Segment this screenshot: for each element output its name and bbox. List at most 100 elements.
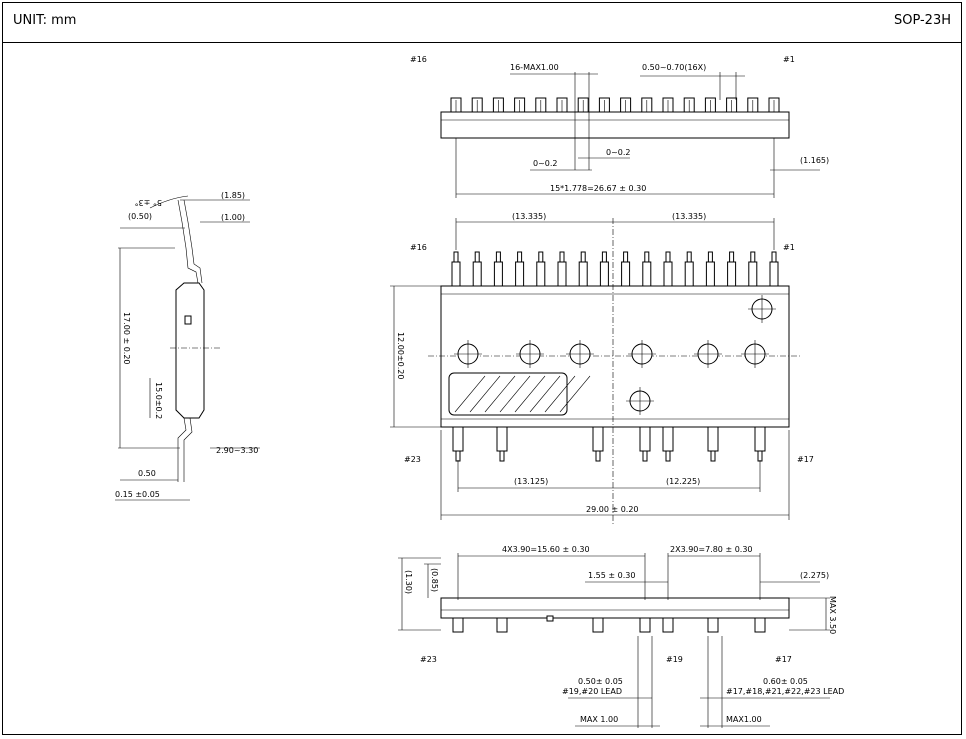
front-top-lead xyxy=(557,261,567,287)
side-lead-span: 2.90~3.30 xyxy=(216,446,258,455)
front-top-lead xyxy=(472,261,482,287)
bottom-lead-others: #17,#18,#21,#22,#23 LEAD xyxy=(726,687,844,696)
side-thickness: 0.15 ±0.05 xyxy=(115,490,160,499)
front-top-lead xyxy=(727,261,737,287)
top-r02a: 0~0.2 xyxy=(606,148,631,157)
front-top-lead xyxy=(451,261,461,287)
front-view: #16 #1 #23 #17 (13.335) (13.335) 12.00±0… xyxy=(390,212,814,525)
front-bottom-lead xyxy=(592,426,604,452)
hatch-line xyxy=(469,375,501,413)
top-r02b: 0~0.2 xyxy=(533,159,558,168)
front-bottom-lead-tip xyxy=(642,450,648,462)
top-pin16: #16 xyxy=(410,55,427,64)
side-dim-185: (1.85) xyxy=(221,191,245,200)
front-top-lead-tip xyxy=(686,251,692,263)
bottom-max1b: MAX1.00 xyxy=(726,715,762,724)
top-body xyxy=(440,111,790,139)
hatch-line xyxy=(529,375,561,413)
bottom-dim-085: (0.85) xyxy=(430,568,439,592)
title-bar: UNIT: mm SOP-23H xyxy=(3,3,961,43)
bottom-pin23: #23 xyxy=(420,655,437,664)
bottom-lead xyxy=(592,617,604,633)
bottom-lead1920-width: 0.50± 0.05 xyxy=(578,677,623,686)
front-top-lead-tip xyxy=(665,251,671,263)
hatch-line xyxy=(499,375,531,413)
hatch-line xyxy=(544,375,576,413)
bottom-lead xyxy=(452,617,464,633)
bottom-dim-2275: (2.275) xyxy=(800,571,829,580)
hatch-line xyxy=(514,375,546,413)
front-bot-left: (13.125) xyxy=(514,477,548,486)
front-top-lead-tip xyxy=(517,251,523,263)
side-view: 5° ±3° (1.85) (0.50) (1.00) 17.00 ± 0.20… xyxy=(115,191,260,501)
front-top-lead-tip xyxy=(538,251,544,263)
side-dim-050p: (0.50) xyxy=(128,212,152,221)
side-inner: 15.0±0.2 xyxy=(154,382,163,419)
front-pin1: #1 xyxy=(783,243,795,252)
front-bottom-lead-tip xyxy=(665,450,671,462)
bottom-dim-155: 1.55 ± 0.30 xyxy=(588,571,635,580)
front-bottom-lead xyxy=(662,426,674,452)
bottom-lead xyxy=(754,617,766,633)
front-top-lead xyxy=(663,261,673,287)
side-marker xyxy=(184,315,192,325)
front-bottom-lead-tip xyxy=(455,450,461,462)
front-hatch xyxy=(454,375,591,413)
front-top-lead xyxy=(642,261,652,287)
top-pin1: #1 xyxy=(783,55,795,64)
hatch-line xyxy=(454,375,486,413)
top-lead-width: 0.50~0.70(16X) xyxy=(642,63,706,72)
front-pin23: #23 xyxy=(404,455,421,464)
unit-label: UNIT: mm xyxy=(13,13,77,28)
top-dim-1165: (1.165) xyxy=(800,156,829,165)
side-dim-100: (1.00) xyxy=(221,213,245,222)
top-leads xyxy=(450,97,780,113)
front-top-lead xyxy=(621,261,631,287)
front-top-leads xyxy=(451,251,779,287)
front-top-lead xyxy=(748,261,758,287)
top-view: #16 #1 16-MAX1.00 0.50~0.70(16X) 0~0.2 0… xyxy=(410,55,829,198)
bottom-lead1920: #19,#20 LEAD xyxy=(562,687,622,696)
front-top-lead xyxy=(684,261,694,287)
top-max16: 16-MAX1.00 xyxy=(510,63,559,72)
bottom-pitch4: 4X3.90=15.60 ± 0.30 xyxy=(502,545,590,554)
front-half-left: (13.335) xyxy=(512,212,546,221)
front-top-lead-tip xyxy=(771,251,777,263)
front-top-lead xyxy=(599,261,609,287)
front-top-lead-tip xyxy=(495,251,501,263)
side-lead-top xyxy=(177,199,203,284)
front-pin16: #16 xyxy=(410,243,427,252)
front-width: 29.00 ± 0.20 xyxy=(586,505,639,514)
front-top-lead xyxy=(536,261,546,287)
front-mounting-holes xyxy=(454,295,776,415)
front-bottom-lead-tip xyxy=(595,450,601,462)
hatch-line xyxy=(484,375,516,413)
front-pin17: #17 xyxy=(797,455,814,464)
front-top-lead xyxy=(578,261,588,287)
front-bottom-lead-tip xyxy=(710,450,716,462)
front-top-lead-tip xyxy=(559,251,565,263)
front-top-lead xyxy=(769,261,779,287)
front-top-lead xyxy=(493,261,503,287)
front-hatched-area xyxy=(448,372,568,416)
bottom-pin17: #17 xyxy=(775,655,792,664)
side-body xyxy=(175,282,205,419)
side-height: 17.00 ± 0.20 xyxy=(122,312,131,365)
front-half-right: (13.335) xyxy=(672,212,706,221)
front-top-lead-tip xyxy=(644,251,650,263)
bottom-lead-others-width: 0.60± 0.05 xyxy=(763,677,808,686)
bottom-lead xyxy=(496,617,508,633)
front-bottom-lead xyxy=(707,426,719,452)
hatch-line xyxy=(559,375,591,413)
front-height: 12.00±0.20 xyxy=(396,332,405,379)
front-top-lead-tip xyxy=(453,251,459,263)
bottom-body xyxy=(440,597,790,619)
front-bot-right: (12.225) xyxy=(666,477,700,486)
bottom-lead xyxy=(707,617,719,633)
bottom-dim-130: (1.30) xyxy=(404,570,413,594)
front-bottom-lead-tip xyxy=(757,450,763,462)
front-top-lead xyxy=(705,261,715,287)
bottom-view: 4X3.90=15.60 ± 0.30 2X3.90=7.80 ± 0.30 1… xyxy=(398,545,844,728)
